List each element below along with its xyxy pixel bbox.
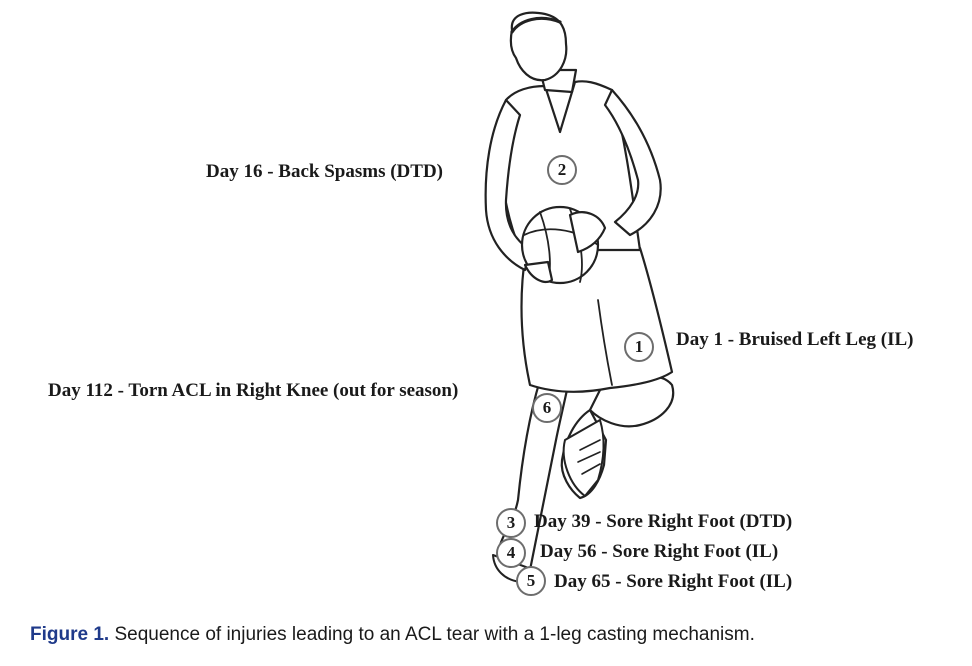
injury-label-4: Day 56 - Sore Right Foot (IL): [540, 541, 779, 562]
injury-marker-1: 1: [624, 332, 654, 362]
injury-label-6: Day 112 - Torn ACL in Right Knee (out fo…: [48, 380, 459, 401]
figure-caption-text: Sequence of injuries leading to an ACL t…: [109, 624, 755, 645]
injury-marker-3: 3: [496, 508, 526, 538]
injury-marker-5: 5: [516, 566, 546, 596]
injury-marker-2: 2: [547, 155, 577, 185]
injury-marker-6: 6: [532, 393, 562, 423]
injury-label-1: Day 1 - Bruised Left Leg (IL): [676, 329, 914, 350]
injury-label-5: Day 65 - Sore Right Foot (IL): [554, 571, 793, 592]
injury-label-3: Day 39 - Sore Right Foot (DTD): [534, 511, 793, 532]
figure-caption-label: Figure 1.: [30, 624, 110, 645]
injury-marker-4: 4: [496, 538, 526, 568]
injury-label-2: Day 16 - Back Spasms (DTD): [206, 161, 443, 182]
figure-caption: Figure 1. Sequence of injuries leading t…: [30, 624, 755, 646]
